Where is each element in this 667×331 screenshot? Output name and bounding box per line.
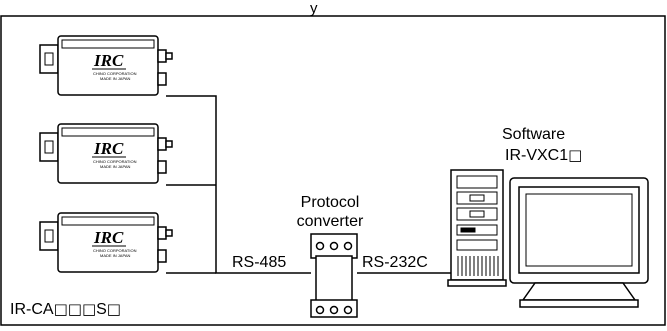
software-model-placeholder-box: □ [568,146,583,164]
camera-3-origin: MADE IN JAPAN [100,253,130,258]
software-model-prefix: IR-VXC1 [505,147,569,164]
camera-1-origin: MADE IN JAPAN [100,76,130,81]
monitor [509,177,649,308]
camera-3 [39,212,173,273]
camera-3-logo: IRC [93,228,124,247]
protocol-converter-label-line-1: Protocol [300,194,360,211]
camera-3-maker: CHINO CORPORATION [93,248,137,253]
camera-model-box-3: □ [81,300,97,318]
diagram-frame [0,15,666,326]
camera-2-origin: MADE IN JAPAN [100,164,130,169]
software-label: Software [502,126,566,143]
camera-model-suffix: S [96,301,107,318]
camera-1-maker: CHINO CORPORATION [93,71,137,76]
pc-tower [447,169,507,287]
protocol-converter [310,233,358,318]
camera-model-box-4: □ [106,300,121,318]
header-fragment: y [310,0,318,17]
camera-model-box-2: □ [67,300,82,318]
camera-2 [39,123,173,184]
software-model: IR-VXC1□ [505,146,582,165]
camera-model-box-1: □ [53,300,68,318]
rs485-label: RS-485 [232,254,287,271]
camera-model: IR-CA□□□S□ [10,300,121,319]
camera-1 [39,35,173,96]
camera-model-prefix: IR-CA [10,301,54,318]
camera-2-logo: IRC [93,139,124,158]
protocol-converter-label-line-2: converter [296,213,364,230]
camera-1-logo: IRC [93,51,124,70]
rs232c-label: RS-232C [362,254,428,271]
camera-2-maker: CHINO CORPORATION [93,159,137,164]
rs485-bus [166,95,311,274]
